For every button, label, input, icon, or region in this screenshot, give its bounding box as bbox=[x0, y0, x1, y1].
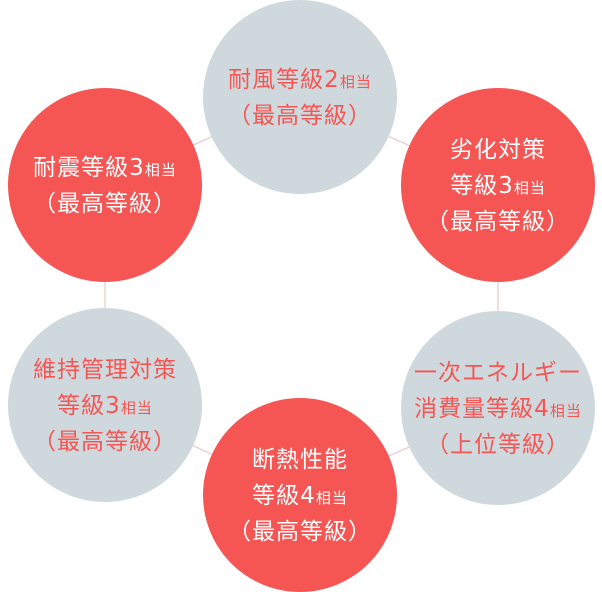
grade-circle bbox=[203, 398, 397, 592]
grade-label-line: （最高等級） bbox=[426, 209, 570, 235]
grade-label-line: 耐風等級2相当 bbox=[228, 67, 372, 93]
grade-text: （最高等級） bbox=[33, 191, 177, 217]
grade-label-line: （上位等級） bbox=[426, 432, 570, 458]
grade-label-line: 等級4相当 bbox=[252, 483, 348, 509]
grade-text: （最高等級） bbox=[228, 519, 372, 545]
grade-text: 消費量等級 bbox=[414, 396, 534, 422]
grade-suffix: 相当 bbox=[121, 399, 153, 417]
grade-label-line: （最高等級） bbox=[33, 191, 177, 217]
grade-text: （最高等級） bbox=[426, 209, 570, 235]
grade-circle bbox=[8, 308, 202, 502]
grade-text: 一次エネルギー bbox=[414, 360, 582, 386]
grade-text: 劣化対策 bbox=[450, 137, 546, 163]
grade-text: （最高等級） bbox=[33, 429, 177, 455]
grade-label-line: 等級3相当 bbox=[450, 173, 546, 199]
grade-number: 3 bbox=[105, 393, 121, 419]
connector-line bbox=[388, 135, 410, 147]
grade-number: 3 bbox=[498, 173, 514, 199]
connector-lines bbox=[104, 135, 499, 457]
grade-text: 維持管理対策 bbox=[33, 357, 177, 383]
grade-label-line: 耐震等級3相当 bbox=[33, 155, 177, 181]
grade-number: 4 bbox=[300, 483, 316, 509]
grade-label-line: 一次エネルギー bbox=[414, 360, 582, 386]
grade-suffix: 相当 bbox=[550, 402, 582, 420]
grade-circles: 耐風等級2相当（最高等級）劣化対策等級3相当（最高等級）一次エネルギー消費量等級… bbox=[8, 0, 595, 592]
grade-suffix: 相当 bbox=[340, 73, 372, 91]
grade-text: 断熱性能 bbox=[252, 447, 348, 473]
grade-label-line: 消費量等級4相当 bbox=[414, 396, 582, 422]
grade-suffix: 相当 bbox=[145, 161, 177, 179]
grade-node-taishin: 耐震等級3相当 （最高等級） bbox=[8, 88, 202, 282]
grade-label-line: 劣化対策 bbox=[450, 137, 546, 163]
grade-text: 耐風等級 bbox=[228, 67, 324, 93]
grade-label-line: 等級3相当 bbox=[57, 393, 153, 419]
grade-label-line: 維持管理対策 bbox=[33, 357, 177, 383]
grade-node-taifu: 耐風等級2相当 （最高等級） bbox=[203, 0, 397, 194]
grade-text: （最高等級） bbox=[228, 103, 372, 129]
grade-label-line: （最高等級） bbox=[228, 519, 372, 545]
grade-circle bbox=[401, 88, 595, 282]
grade-text: 等級 bbox=[57, 393, 105, 419]
connector-line bbox=[192, 445, 213, 455]
grade-suffix: 相当 bbox=[316, 489, 348, 507]
grade-number: 3 bbox=[129, 155, 145, 181]
grade-number: 4 bbox=[534, 396, 550, 422]
connector-line bbox=[193, 136, 212, 146]
grade-label-line: 断熱性能 bbox=[252, 447, 348, 473]
connector-line bbox=[388, 446, 410, 457]
grade-text: （上位等級） bbox=[426, 432, 570, 458]
grade-suffix: 相当 bbox=[514, 179, 546, 197]
grade-number: 2 bbox=[324, 67, 340, 93]
grade-circle bbox=[401, 311, 595, 505]
grade-label-line: （最高等級） bbox=[33, 429, 177, 455]
grade-circle bbox=[203, 0, 397, 194]
grade-text: 等級 bbox=[252, 483, 300, 509]
grade-label-line: （最高等級） bbox=[228, 103, 372, 129]
grade-text: 耐震等級 bbox=[33, 155, 129, 181]
grade-circle bbox=[8, 88, 202, 282]
grade-text: 等級 bbox=[450, 173, 498, 199]
